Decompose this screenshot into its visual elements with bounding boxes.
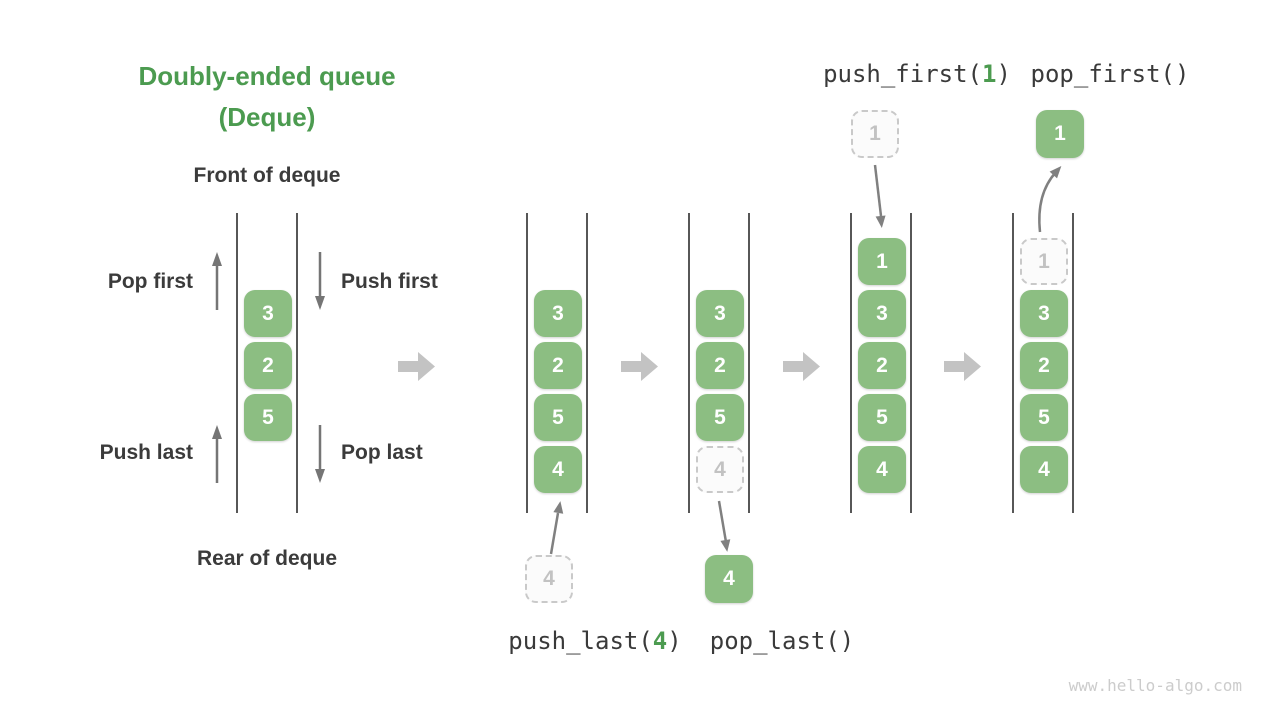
code-arg: 1	[982, 60, 997, 88]
flow-arrow-right-icon	[398, 352, 435, 381]
code-text: push_first(	[823, 60, 983, 88]
deque-cell: 4	[858, 446, 906, 493]
popped-element-box: 4	[705, 555, 753, 603]
push-last-code-label: push_last(4)	[500, 627, 690, 655]
code-text: push_last(	[508, 627, 653, 655]
deque-cell: 1	[858, 238, 906, 285]
code-arg: 4	[652, 627, 668, 655]
code-text: )	[667, 627, 682, 655]
pop-last-label: Pop last	[341, 441, 423, 464]
deque-cell: 3	[858, 290, 906, 337]
flow-arrow-right-icon	[621, 352, 658, 381]
push-last-label: Push last	[99, 441, 193, 464]
deque-cell: 2	[534, 342, 582, 389]
push-first-code-label: push_first(1)	[816, 60, 1018, 88]
pop-last-arrow-down-icon	[315, 425, 325, 483]
pop-last-transfer-arrow-icon	[717, 500, 731, 552]
deque-cell: 2	[244, 342, 292, 389]
code-text: )	[996, 60, 1011, 88]
popped-element-box: 1	[1036, 110, 1084, 158]
front-of-deque-label: Front of deque	[193, 164, 341, 187]
diagram-title-line2: (Deque)	[218, 102, 316, 132]
deque-ghost-cell: 1	[1020, 238, 1068, 285]
deque-cell: 2	[696, 342, 744, 389]
push-first-transfer-arrow-icon	[873, 164, 886, 228]
push-first-label: Push first	[341, 270, 438, 293]
deque-cell: 3	[244, 290, 292, 337]
deque-cell: 4	[1020, 446, 1068, 493]
deque-cell: 4	[534, 446, 582, 493]
deque-cell: 5	[1020, 394, 1068, 441]
deque-cell: 3	[534, 290, 582, 337]
pop-first-arrow-up-icon	[212, 252, 222, 310]
rear-of-deque-label: Rear of deque	[196, 547, 338, 570]
deque-cell: 2	[858, 342, 906, 389]
deque-ghost-cell: 4	[696, 446, 744, 493]
diagram-title-line1: Doubly-ended queue	[138, 61, 396, 91]
deque-channel-2	[526, 213, 588, 513]
deque-cell: 3	[1020, 290, 1068, 337]
watermark: www.hello-algo.com	[1068, 676, 1242, 695]
deque-channel-3	[688, 213, 750, 513]
flow-arrow-right-icon	[944, 352, 981, 381]
pop-first-label: Pop first	[107, 270, 193, 293]
deque-cell: 5	[696, 394, 744, 441]
pop-last-code-label: pop_last()	[709, 627, 855, 655]
deque-channel-4	[850, 213, 912, 513]
diagram-title: Doubly-ended queue (Deque)	[87, 56, 447, 138]
deque-cell: 5	[858, 394, 906, 441]
deque-channel-1	[236, 213, 298, 513]
pop-first-transfer-arrow-icon	[1038, 166, 1062, 233]
incoming-element-box: 4	[525, 555, 573, 603]
deque-cell: 5	[244, 394, 292, 441]
deque-cell: 2	[1020, 342, 1068, 389]
deque-channel-5	[1012, 213, 1074, 513]
push-last-transfer-arrow-icon	[549, 501, 564, 555]
incoming-element-box: 1	[851, 110, 899, 158]
deque-cell: 3	[696, 290, 744, 337]
push-first-arrow-down-icon	[315, 252, 325, 310]
flow-arrow-right-icon	[783, 352, 820, 381]
push-last-arrow-up-icon	[212, 425, 222, 483]
deque-cell: 5	[534, 394, 582, 441]
pop-first-code-label: pop_first()	[1030, 60, 1190, 88]
